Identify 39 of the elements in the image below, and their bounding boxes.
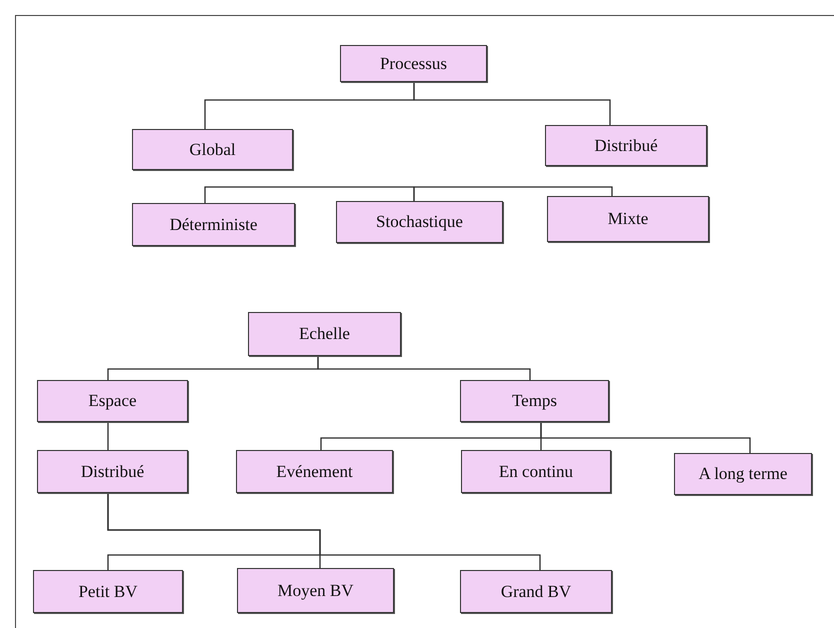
category-label: Moyen BV — [277, 580, 354, 600]
connector-line — [204, 186, 415, 203]
connector-line — [107, 422, 109, 450]
category-box — [460, 380, 609, 422]
category-box — [248, 312, 401, 356]
category-label: Temps — [512, 391, 558, 411]
category-label: Déterministe — [170, 214, 258, 234]
category-box — [336, 201, 503, 243]
category-label: Mixte — [608, 209, 648, 229]
category-label: Evénement — [276, 462, 353, 482]
connector-line — [413, 82, 611, 125]
category-box — [33, 570, 183, 613]
category-label: Stochastique — [376, 212, 463, 232]
category-label: Processus — [380, 54, 448, 74]
category-label: A long terme — [698, 464, 788, 484]
category-label: Petit BV — [78, 582, 138, 602]
connector-line — [413, 186, 613, 201]
category-box — [37, 450, 188, 493]
connector-line — [107, 493, 541, 570]
connector-line — [317, 356, 531, 380]
category-box — [340, 45, 487, 82]
connector-line — [540, 422, 751, 453]
category-label: Distribué — [80, 462, 144, 482]
category-label: Global — [189, 140, 236, 160]
category-box — [132, 203, 295, 246]
category-box — [547, 196, 709, 242]
category-label: Espace — [88, 391, 137, 411]
category-box — [237, 568, 394, 613]
category-label: Grand BV — [500, 582, 572, 602]
category-box — [461, 450, 611, 493]
category-label: En continu — [498, 462, 574, 482]
category-box — [132, 129, 293, 170]
category-box — [674, 453, 812, 495]
category-label: Echelle — [299, 324, 350, 344]
category-box — [37, 380, 188, 422]
category-box — [460, 570, 612, 613]
category-box — [545, 125, 707, 166]
category-label: Distribué — [594, 136, 658, 156]
category-box — [236, 450, 393, 493]
